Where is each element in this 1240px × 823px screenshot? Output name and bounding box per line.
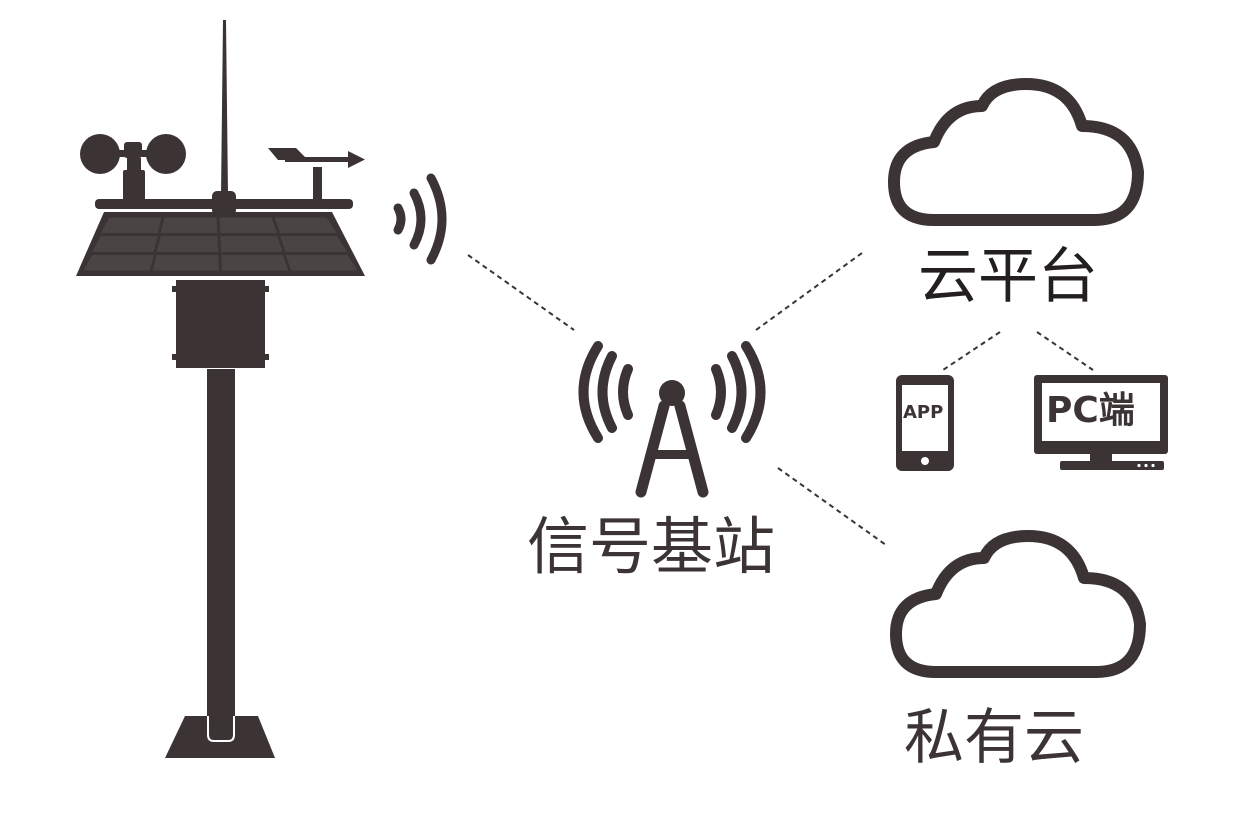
pole-base-icon <box>165 716 275 758</box>
control-box-icon <box>176 280 265 368</box>
wind-vane-icon <box>268 148 365 200</box>
solar-cell <box>221 255 288 271</box>
link-station-to-tower <box>468 255 574 330</box>
solar-cell <box>153 255 219 271</box>
link-tower-to-private-cloud <box>778 468 886 545</box>
pole-icon <box>207 369 235 741</box>
cloud-platform-label: 云平台 <box>918 247 1098 307</box>
cloud-icon <box>896 536 1140 672</box>
anemometer-icon <box>80 134 186 200</box>
solar-cell <box>84 255 154 271</box>
link-cloud-to-pc <box>1037 332 1093 370</box>
solar-cell <box>275 218 337 234</box>
solar-cell <box>220 218 278 234</box>
smartphone-icon <box>896 375 954 471</box>
link-cloud-to-app <box>943 332 1000 370</box>
signal-tower-icon <box>584 346 761 492</box>
base-station-label: 信号基站 <box>527 516 775 578</box>
solar-cell <box>157 236 219 252</box>
app-label: APP <box>903 404 943 422</box>
solar-cell <box>280 236 347 252</box>
cloud-icon <box>894 84 1138 220</box>
solar-cell <box>220 236 282 252</box>
solar-cell <box>161 218 218 234</box>
solar-cell <box>92 236 157 252</box>
solar-cell <box>101 218 162 234</box>
solar-cell <box>286 255 358 271</box>
station-mast <box>165 280 275 758</box>
wireless-signal-icon <box>398 178 442 260</box>
link-tower-to-cloud-platform <box>756 253 862 330</box>
private-cloud-label: 私有云 <box>904 708 1084 768</box>
pc-label: PC端 <box>1046 393 1135 429</box>
